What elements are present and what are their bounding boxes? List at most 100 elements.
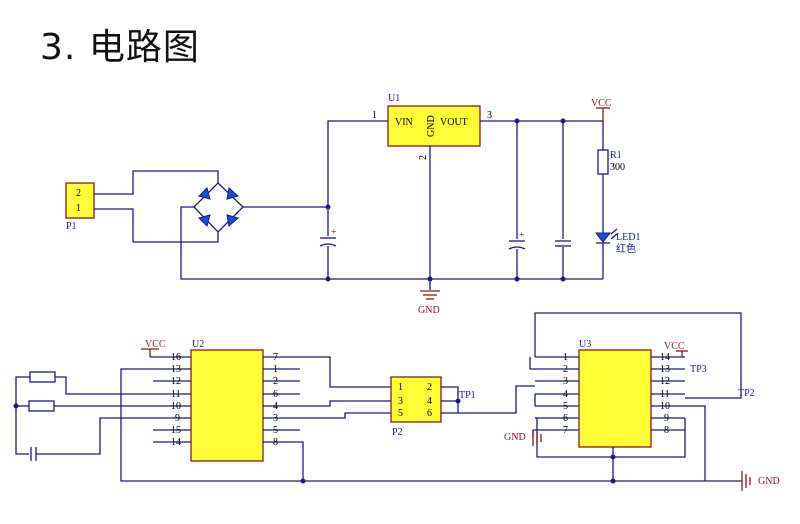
wire-p1-pin2 <box>94 170 219 195</box>
p1-pin-2: 2 <box>76 188 81 199</box>
u3-ref: U3 <box>579 339 591 350</box>
u3-pin-8: 8 <box>664 425 669 436</box>
p2-pin-4: 4 <box>427 396 432 407</box>
u1-vout-label: VOUT <box>440 117 468 128</box>
junction-bus-1 <box>300 478 306 484</box>
p2-pin-5: 5 <box>398 408 403 419</box>
u3-pin-3: 3 <box>563 376 568 387</box>
u2-ref: U2 <box>192 339 204 350</box>
junction-gnd-1 <box>325 276 331 282</box>
u2-pin-12: 12 <box>171 376 181 387</box>
u3-pin-6: 6 <box>563 413 568 424</box>
output-cap-plus: + <box>519 230 525 241</box>
chip-u3: U3 1 2 3 4 5 6 7 <box>535 339 685 448</box>
vcc-label-right: VCC <box>664 341 685 352</box>
vcc-label-top: VCC <box>591 98 612 109</box>
u2-left-pins <box>153 368 191 443</box>
u1-pin-2: 2 <box>418 155 429 160</box>
gnd-label-u3: GND <box>504 432 526 443</box>
p2-pin-3: 3 <box>398 396 403 407</box>
section-title: 电路图 <box>88 27 200 68</box>
u2-pin-15: 15 <box>171 425 181 436</box>
junction-gnd-2 <box>427 276 433 282</box>
u2-pin-3: 3 <box>273 413 278 424</box>
u1-vin-label: VIN <box>395 117 413 128</box>
u2-pin-8: 8 <box>273 437 278 448</box>
junction-bus-2 <box>610 478 616 484</box>
wire-p2-right <box>441 386 459 414</box>
led-color-label: 红色 <box>616 242 636 255</box>
u3-pin-7: 7 <box>563 425 568 436</box>
u3-left-pins <box>535 356 579 431</box>
u1-ref: U1 <box>388 93 400 104</box>
u2-right-pins <box>263 356 300 443</box>
bridge-diode-3 <box>198 214 211 227</box>
resistor-top <box>29 371 56 383</box>
resistor-mid <box>28 400 55 412</box>
u3-pin-9: 9 <box>664 413 669 424</box>
wire-u2-4-p2-3 <box>300 400 391 407</box>
p2-pin-1: 1 <box>398 382 403 393</box>
u3-pin-12: 12 <box>660 376 670 387</box>
u3-pin-13: 13 <box>660 364 670 375</box>
junction-vin <box>325 204 331 210</box>
u2-pin-13: 13 <box>171 364 181 375</box>
junction-u3-1 <box>610 454 616 460</box>
wire-tp1-u3 <box>458 385 535 414</box>
u3-pin-5: 5 <box>563 401 568 412</box>
p2-pin-2: 2 <box>427 382 432 393</box>
r1-ref: R1 <box>610 150 622 161</box>
vcc-flag-right: VCC <box>664 341 688 357</box>
ground-symbol-top: GND <box>418 290 440 316</box>
u3-right-pins <box>651 356 685 431</box>
vcc-flag-top: VCC <box>591 98 612 121</box>
ground-symbol-right: GND <box>741 471 780 491</box>
wire-p1-pin1 <box>94 208 219 243</box>
wire-r-top <box>55 376 153 395</box>
u2-pin-1: 1 <box>273 364 278 375</box>
u1-pin-1: 1 <box>372 110 377 121</box>
wire-bottom-ground-bus <box>120 368 742 482</box>
input-cap-plus: + <box>331 227 337 238</box>
u3-pin-10: 10 <box>660 401 670 412</box>
junction-tp1 <box>455 398 461 404</box>
gnd-label-right: GND <box>758 476 780 487</box>
u2-pin-5: 5 <box>273 425 278 436</box>
u2-pin-10: 10 <box>171 401 181 412</box>
tp3-label: TP3 <box>690 364 707 375</box>
u3-pin-14: 14 <box>660 352 670 363</box>
power-supply-circuit: 2 1 P1 + U1 <box>65 93 640 316</box>
wire-u2-3-p2-5 <box>300 412 391 419</box>
p2-pin-6: 6 <box>427 408 432 419</box>
wire-left-loop <box>15 376 30 455</box>
page-title: 3. 电路图 <box>40 18 200 70</box>
wire-u3-pin2 <box>529 357 535 370</box>
output-capacitor-2 <box>555 239 571 247</box>
vcc-flag-left: VCC <box>141 339 191 358</box>
u2-pin-11: 11 <box>171 389 181 400</box>
wire-u3-pin6-loop <box>535 417 686 458</box>
junction-rc <box>13 403 19 409</box>
u2-pin-4: 4 <box>273 401 278 412</box>
output-capacitor-1: + <box>508 230 526 250</box>
ground-symbol-u3: GND <box>504 430 542 446</box>
u2-pin-9: 9 <box>175 413 180 424</box>
chip-u2: U2 16 13 12 11 10 9 15 1 4 <box>153 339 300 462</box>
resistor-r1: R1 300 <box>597 149 625 175</box>
p1-pin-1: 1 <box>76 203 81 214</box>
u2-pin-6: 6 <box>273 389 278 400</box>
u3-pin-1: 1 <box>563 352 568 363</box>
gnd-label-top: GND <box>418 305 440 316</box>
u2-pin-16: 16 <box>171 352 181 363</box>
section-number: 3 <box>40 27 64 68</box>
wire-u3-feedback-loop <box>534 312 742 399</box>
wire-u2-7-p2-1 <box>300 356 391 388</box>
u3-pin-2: 2 <box>563 364 568 375</box>
rc-network <box>13 368 742 482</box>
bridge-diode-4 <box>226 214 240 227</box>
bridge-rectifier <box>193 182 244 233</box>
u3-pin-11: 11 <box>660 389 670 400</box>
bridge-diode-1 <box>198 187 211 200</box>
wire-ground-rail <box>180 206 603 280</box>
